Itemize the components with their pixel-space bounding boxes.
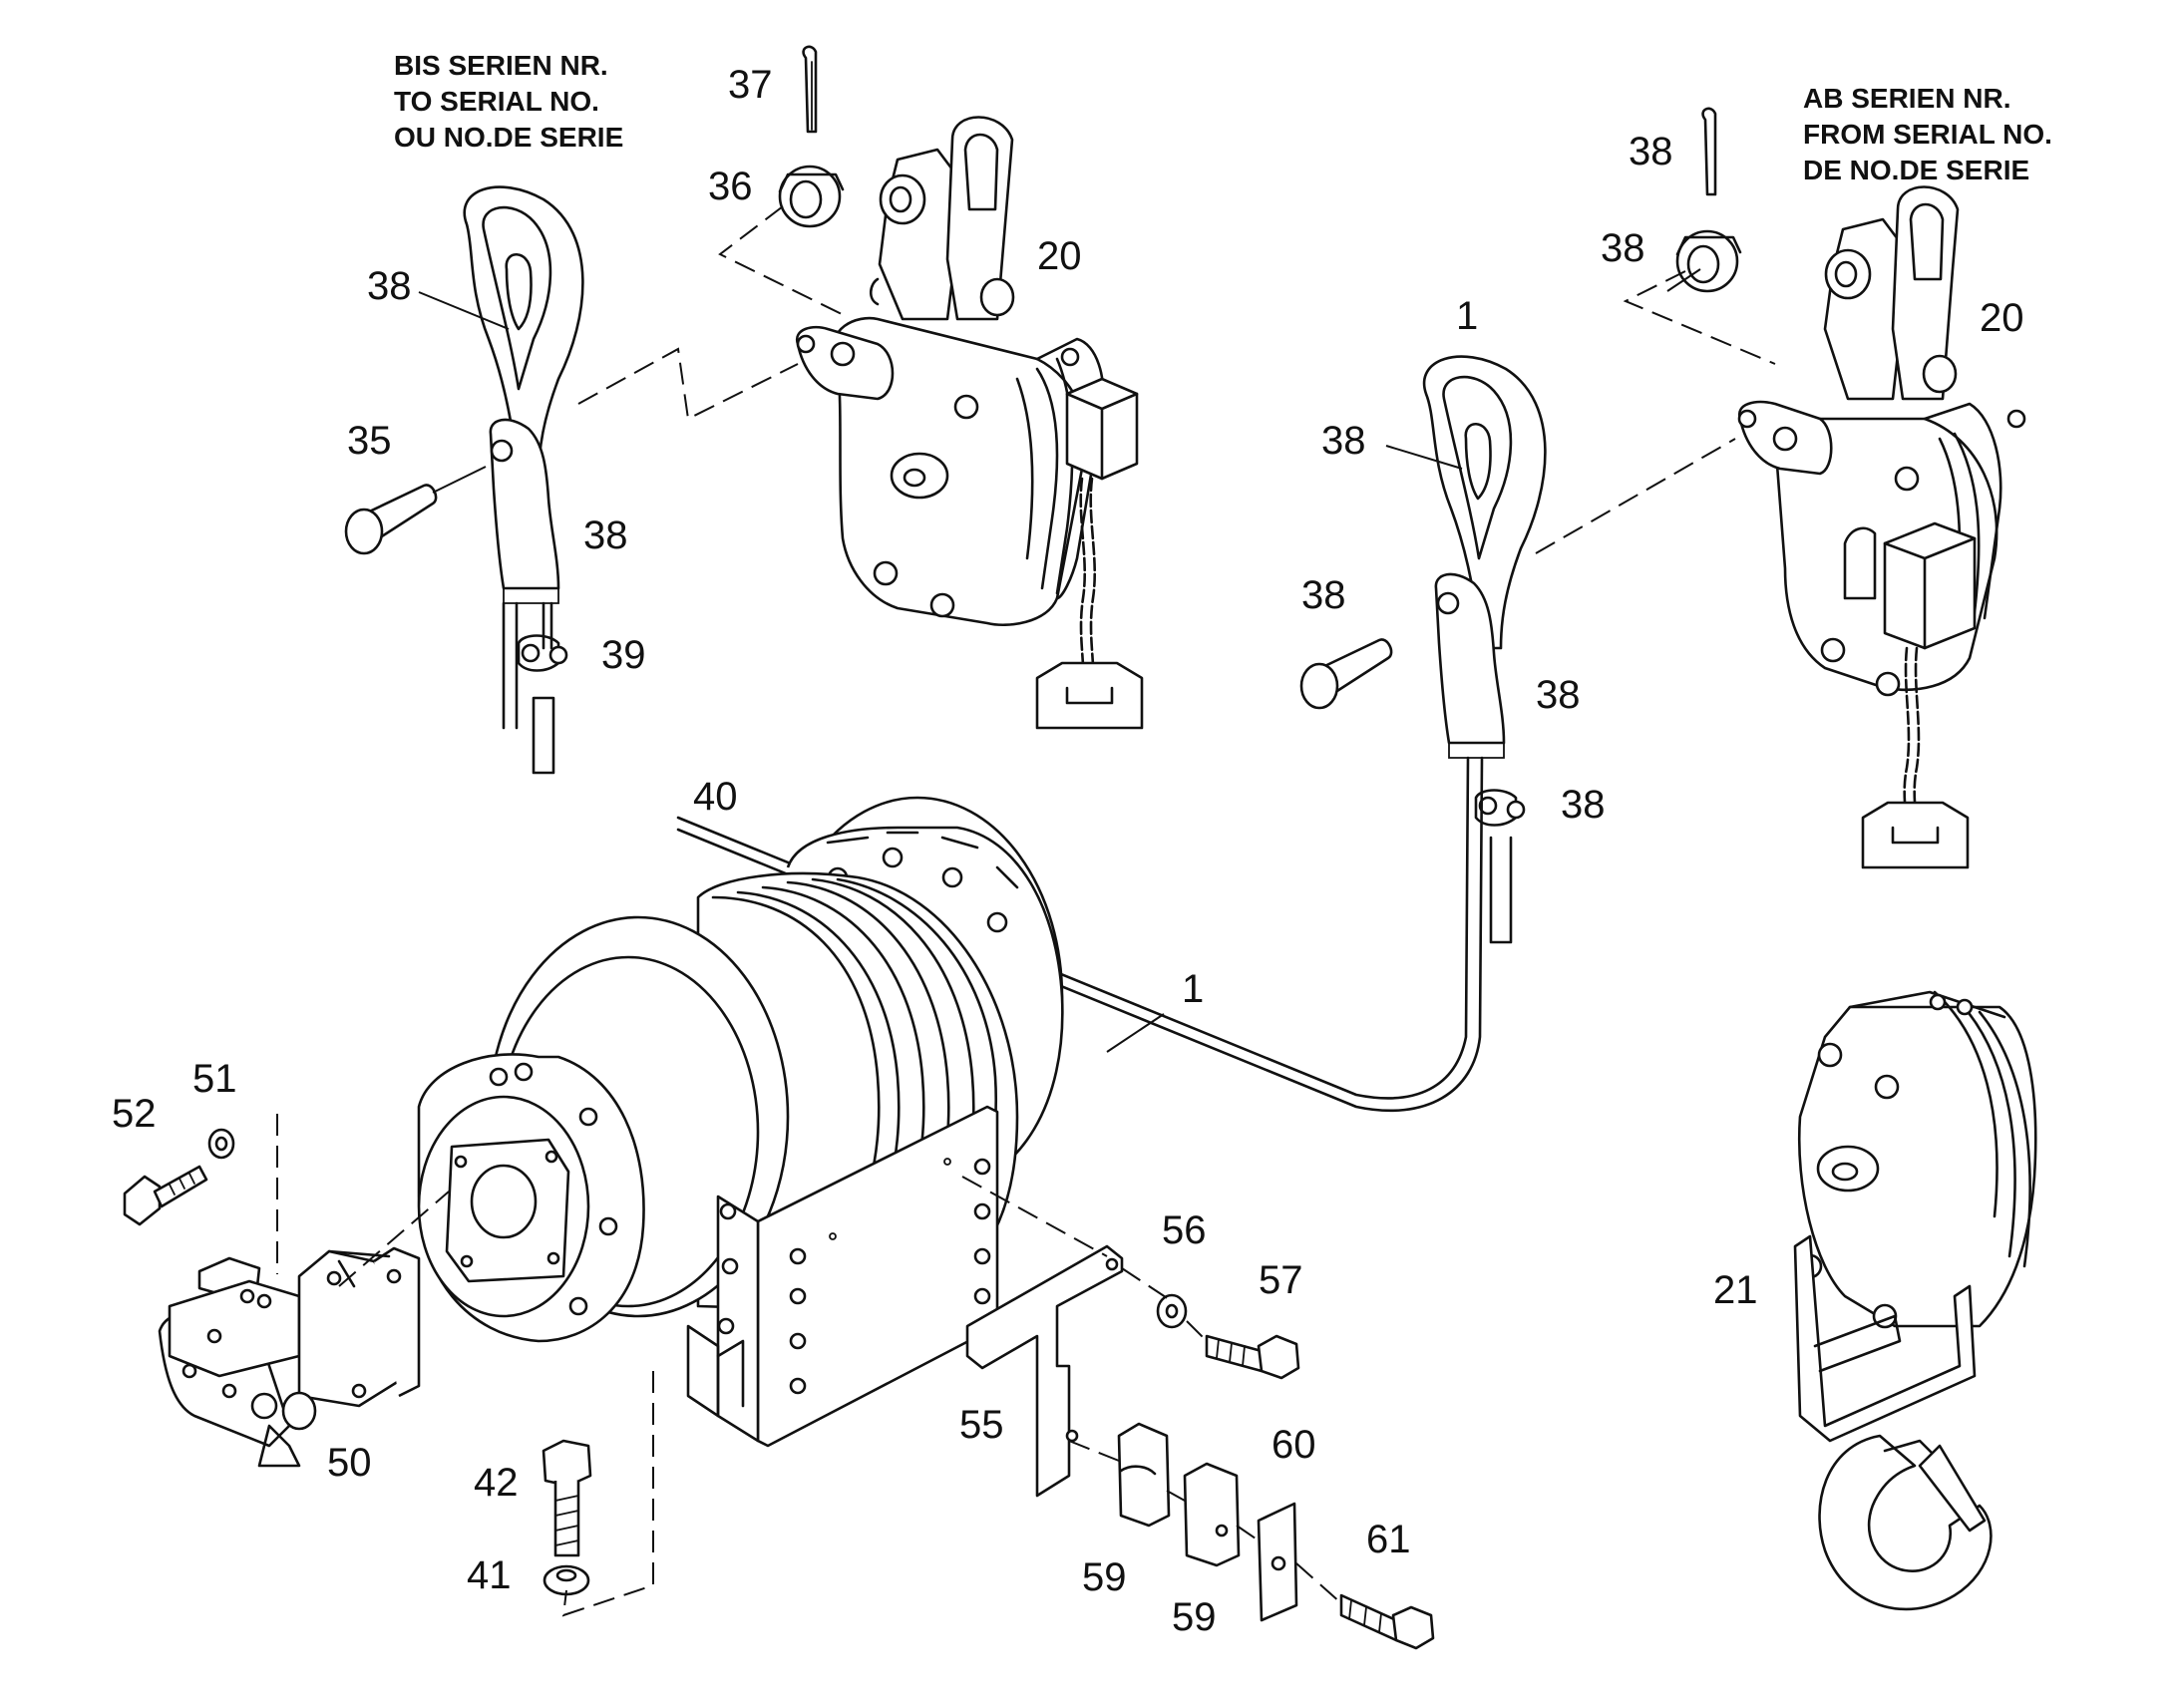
pin-right: [1299, 638, 1393, 710]
bolt-42: [542, 1439, 592, 1557]
leader-lines: [418, 268, 1701, 1053]
callout-57: 57: [1259, 1258, 1303, 1302]
pulley-block-right: [1737, 185, 2026, 869]
plate-60: [1257, 1502, 1298, 1622]
callout-50: 50: [327, 1441, 372, 1485]
rope-thimble-left: [463, 185, 584, 481]
callout-1-top: 1: [1456, 294, 1478, 338]
callout-38-clip-right: 38: [1561, 783, 1606, 827]
callout-38-thimble-left: 38: [367, 264, 412, 308]
callout-56: 56: [1162, 1208, 1207, 1252]
callout-38-pin-right: 38: [1629, 130, 1673, 173]
callout-51: 51: [192, 1057, 237, 1101]
note-right-line-1: AB SERIEN NR.: [1803, 83, 2010, 114]
clamp-59b: [1183, 1462, 1241, 1567]
callout-20-right: 20: [1980, 296, 2024, 340]
callout-42: 42: [474, 1461, 519, 1505]
t-bracket-55: [965, 1244, 1124, 1498]
hook-block-21: [1793, 990, 2037, 1611]
bolt-61: [1339, 1593, 1435, 1650]
callout-59-b: 59: [1172, 1595, 1217, 1639]
note-right-line-2: FROM SERIAL NO.: [1803, 119, 2052, 150]
cotter-pin-37: [802, 45, 818, 134]
callout-39: 39: [601, 633, 646, 677]
wedge-socket-left: [489, 418, 560, 604]
note-left-line-1: BIS SERIEN NR.: [394, 50, 608, 81]
pin-35: [344, 466, 487, 555]
wedge-socket-right: [1434, 572, 1506, 759]
callout-38-socket-left: 38: [583, 513, 628, 557]
rope-end-left: [502, 601, 568, 775]
hydraulic-motor: [158, 1246, 421, 1468]
callout-60: 60: [1272, 1423, 1316, 1467]
callout-20-left: 20: [1037, 234, 1082, 278]
callout-37: 37: [728, 63, 773, 107]
collar-right: [1675, 229, 1742, 293]
callout-55: 55: [959, 1403, 1004, 1447]
bolt-57: [1205, 1334, 1300, 1380]
callout-36: 36: [708, 165, 753, 208]
pulley-block-left: [795, 116, 1144, 730]
wire-rope: [676, 756, 1484, 1113]
callout-38-socket-right: 38: [1536, 673, 1581, 717]
dashed-assembly-lines: [276, 205, 1776, 1617]
callout-1-rope: 1: [1182, 967, 1204, 1011]
washer-41: [543, 1564, 590, 1596]
callout-35: 35: [347, 419, 392, 463]
bolt-52: [123, 1165, 208, 1226]
callout-38-collar-right: 38: [1601, 226, 1645, 270]
callout-61: 61: [1366, 1518, 1411, 1561]
clip-right: [1474, 789, 1526, 944]
washer-56: [1156, 1293, 1188, 1329]
collar-36: [778, 165, 845, 228]
callouts: 37 36 20 38 35 38 39 40 38 38 1 20 38 38…: [112, 63, 2024, 1639]
rope-thimble-right: [1422, 355, 1547, 650]
note-left-line-3: OU NO.DE SERIE: [394, 122, 623, 153]
callout-59-a: 59: [1082, 1555, 1127, 1599]
washer-51: [207, 1128, 235, 1160]
callout-52: 52: [112, 1092, 157, 1136]
clamp-59a: [1117, 1422, 1171, 1528]
winch-mounting-bracket: [686, 1105, 999, 1448]
note-left-line-2: TO SERIAL NO.: [394, 86, 599, 117]
callout-41: 41: [467, 1553, 512, 1597]
callout-40: 40: [693, 775, 738, 819]
callout-38-pin-right-2: 38: [1301, 573, 1346, 617]
callout-21: 21: [1713, 1268, 1758, 1312]
note-right-line-3: DE NO.DE SERIE: [1803, 155, 2029, 185]
cotter-pin-right: [1701, 107, 1717, 196]
callout-38-thimble-right: 38: [1321, 419, 1366, 463]
